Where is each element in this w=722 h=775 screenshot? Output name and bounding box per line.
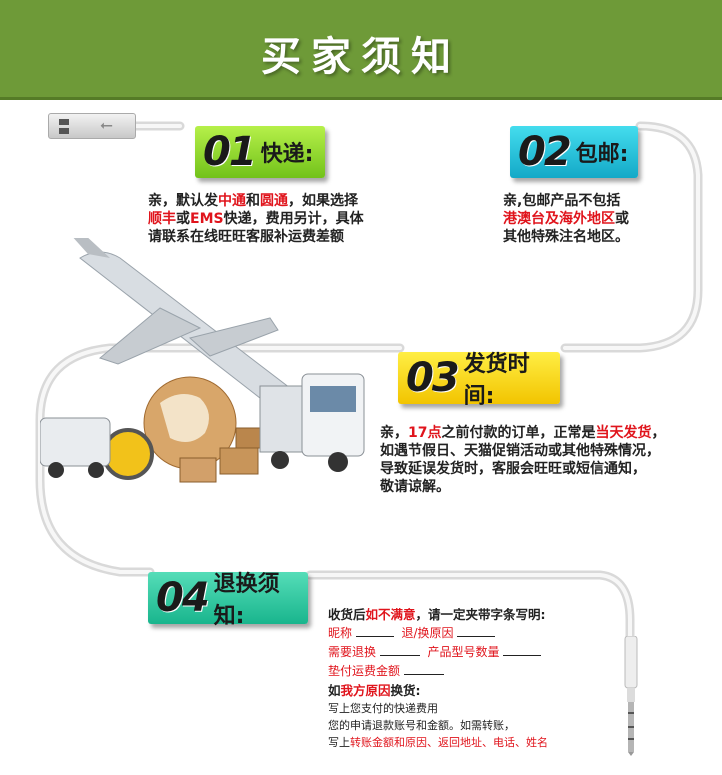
page-title: 买家须知: [261, 34, 461, 80]
highlight-text: 顺丰: [148, 211, 176, 227]
body-text: 或: [176, 211, 190, 227]
clock-icon: [102, 428, 154, 480]
box-icon: [219, 447, 259, 475]
exchange-note: 写上您支付的快递费用: [328, 702, 438, 715]
text-line: 如遇节假日、天猫促销活动或其他特殊情况，: [380, 442, 720, 460]
body-text: 亲，: [380, 425, 408, 441]
body-text: 亲，默认发: [148, 193, 218, 209]
body-text: 其他特殊注名地区。: [503, 229, 629, 245]
body-text: 换货:: [390, 683, 421, 698]
body-text: 和: [246, 193, 260, 209]
text-line: 顺丰或EMS快递，费用另计，具体: [148, 210, 428, 228]
text-line: 港澳台及海外地区或: [503, 210, 703, 228]
badge-label: 发货时间:: [463, 352, 530, 409]
badge-return-notice: 04 退换须知:: [148, 572, 308, 629]
exchange-note: 您的申请退款账号和金额。如需转账，: [328, 719, 515, 732]
text-line: 亲，17点之前付款的订单，正常是当天发货，: [380, 424, 720, 442]
badge-number: 02: [518, 129, 572, 175]
body-text: 如遇节假日、天猫促销活动或其他特殊情况，: [380, 443, 660, 459]
body-text: 敬请谅解。: [380, 479, 450, 495]
van-icon: [40, 417, 111, 478]
badge-number: 01: [203, 129, 257, 175]
header-banner: 买家须知: [0, 0, 722, 100]
return-field-row: 需要退换 产品型号数量: [328, 643, 618, 662]
badge-shipping: 01 快递:: [195, 126, 325, 178]
body-text: 导致延误发货时，客服会旺旺或短信通知，: [380, 461, 646, 477]
return-field-row: 垫付运费金额: [328, 662, 618, 681]
badge-number: 04: [156, 575, 210, 621]
highlight-text: EMS: [190, 211, 224, 227]
body-text: 或: [615, 211, 629, 227]
free-shipping-text: 亲,包邮产品不包括港澳台及海外地区或其他特殊注名地区。: [503, 192, 703, 246]
body-text: ，如果选择: [288, 193, 358, 209]
highlight-text: 转账金额和原因、返回地址、电话、姓名: [350, 736, 548, 749]
highlight-text: 如不满意: [365, 607, 416, 622]
body-text: ，: [651, 425, 666, 441]
field-reason: 退/换原因: [401, 626, 454, 640]
body-text: 请联系在线旺旺客服补运费差额: [148, 229, 344, 245]
highlight-text: 中通: [218, 193, 246, 209]
highlight-text: 17点: [408, 425, 442, 441]
exchange-heading: 如我方原因换货:: [328, 681, 618, 700]
badge-delivery-time: 03 发货时间:: [398, 352, 560, 409]
text-line: 亲,包邮产品不包括: [503, 192, 703, 210]
return-field-row: 昵称 退/换原因: [328, 624, 618, 643]
delivery-time-text: 亲，17点之前付款的订单，正常是当天发货，如遇节假日、天猫促销活动或其他特殊情况…: [380, 424, 720, 496]
body-text: 亲,包邮产品不包括: [503, 193, 621, 209]
text-line: 请联系在线旺旺客服补运费差额: [148, 228, 428, 246]
body-text: 快递，费用另计，具体: [223, 211, 364, 227]
exchange-note: 写上转账金额和原因、返回地址、电话、姓名: [328, 734, 618, 751]
shipping-text: 亲，默认发中通和圆通，如果选择顺丰或EMS快递，费用另计，具体请联系在线旺旺客服…: [148, 192, 428, 246]
audio-jack-icon: [624, 636, 638, 756]
field-model-qty: 产品型号数量: [427, 645, 500, 659]
highlight-text: 当天发货: [595, 425, 652, 441]
truck-icon: [259, 373, 365, 472]
body-text: 之前付款的订单，正常是: [441, 425, 596, 441]
return-intro: 收货后如不满意，请一定夹带字条写明:: [328, 605, 618, 624]
highlight-text: 我方原因: [340, 683, 391, 698]
badge-free-shipping: 02 包邮:: [510, 126, 638, 178]
badge-number: 03: [406, 355, 460, 401]
text-line: 其他特殊注名地区。: [503, 228, 703, 246]
highlight-text: 圆通: [260, 193, 288, 209]
badge-label: 退换须知:: [213, 572, 280, 629]
return-notice-text: 收货后如不满意，请一定夹带字条写明: 昵称 退/换原因 需要退换 产品型号数量 …: [328, 605, 618, 751]
field-shipping-fee: 垫付运费金额: [328, 664, 401, 678]
body-text: 如: [328, 683, 341, 698]
text-line: 敬请谅解。: [380, 478, 720, 496]
text-line: 亲，默认发中通和圆通，如果选择: [148, 192, 428, 210]
text-line: 导致延误发货时，客服会旺旺或短信通知，: [380, 460, 720, 478]
body-text: 收货后: [328, 607, 366, 622]
usb-symbol-icon: ⭠: [100, 115, 113, 134]
field-nickname: 昵称: [328, 626, 353, 640]
highlight-text: 港澳台及海外地区: [503, 211, 615, 227]
badge-label: 快递:: [260, 142, 314, 167]
usb-plug-icon: [48, 113, 136, 139]
logistics-illustration: [40, 238, 365, 483]
badge-label: 包邮:: [575, 142, 629, 167]
body-text: 写上: [328, 736, 350, 749]
body-text: ，请一定夹带字条写明:: [415, 607, 546, 622]
field-return-type: 需要退换: [328, 645, 377, 659]
